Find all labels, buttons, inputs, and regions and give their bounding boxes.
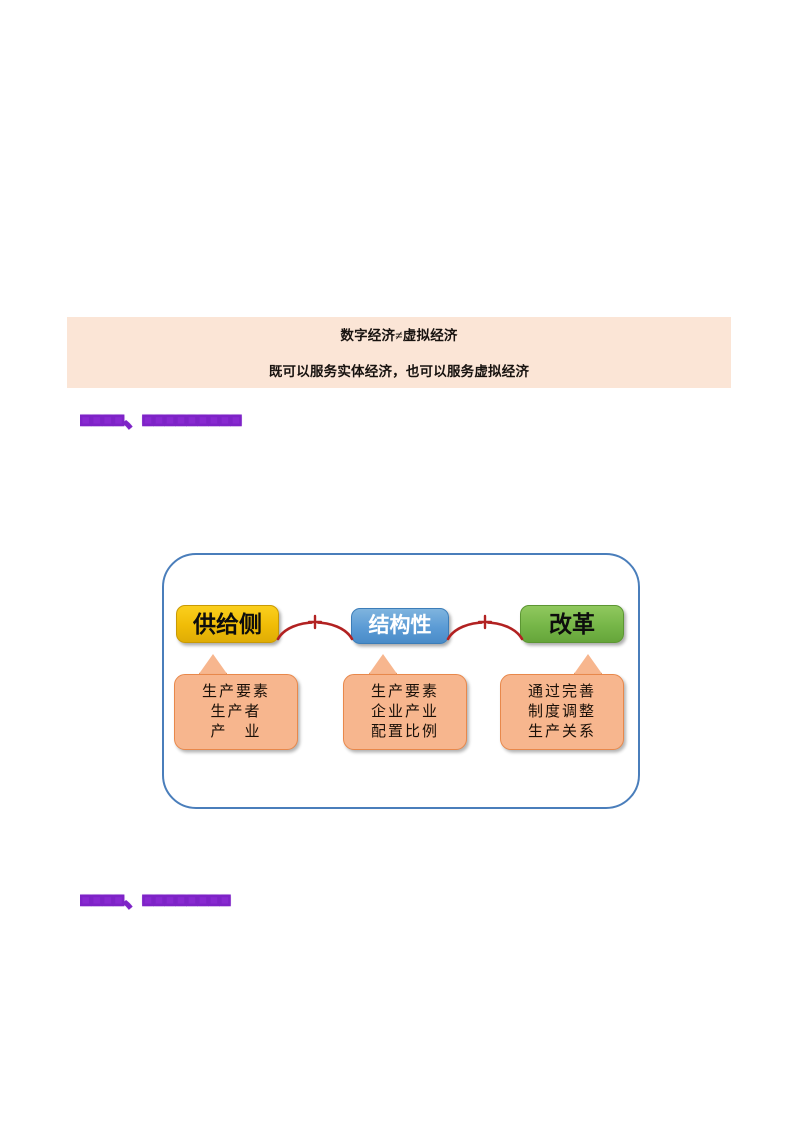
callout-reform-body: 通过完善 制度调整 生产关系 [500,674,624,750]
diagram-frame [162,553,640,809]
callout-supply-side-body: 生产要素 生产者 产 业 [174,674,298,750]
callout-line: 生产者 [210,704,262,720]
banner-line-2: 既可以服务实体经济，也可以服务虚拟经济 [268,364,530,379]
callout-line: 制度调整 [527,704,596,720]
callout-structural-body: 生产要素 企业产业 配置比例 [343,674,467,750]
callout-line: 生产要素 [370,684,439,700]
callout-line: 通过完善 [527,684,596,700]
keyword-box-supply-side: 供给侧 [176,605,279,643]
keyword-box-structural: 结构性 [351,608,449,644]
plus-connector-1 [276,609,354,645]
callout-line: 生产要素 [201,684,270,700]
callout-line: 生产关系 [527,724,596,740]
supply-side-reform-diagram: 供给侧 结构性 改革 [162,553,640,809]
banner-line-1: 数字经济≠虚拟经济 [340,328,458,343]
section-heading-1: ■■■■、■■■■■■■■■ [80,409,243,432]
keyword-box-reform: 改革 [520,605,624,643]
section-heading-2: ■■■■、■■■■■■■■ [80,889,232,912]
banner: 数字经济≠虚拟经济 既可以服务实体经济，也可以服务虚拟经济 [67,317,731,388]
callout-line: 产 业 [210,724,262,740]
plus-connector-2 [446,609,524,645]
callout-line: 企业产业 [370,704,439,720]
callout-line: 配置比例 [370,724,439,740]
